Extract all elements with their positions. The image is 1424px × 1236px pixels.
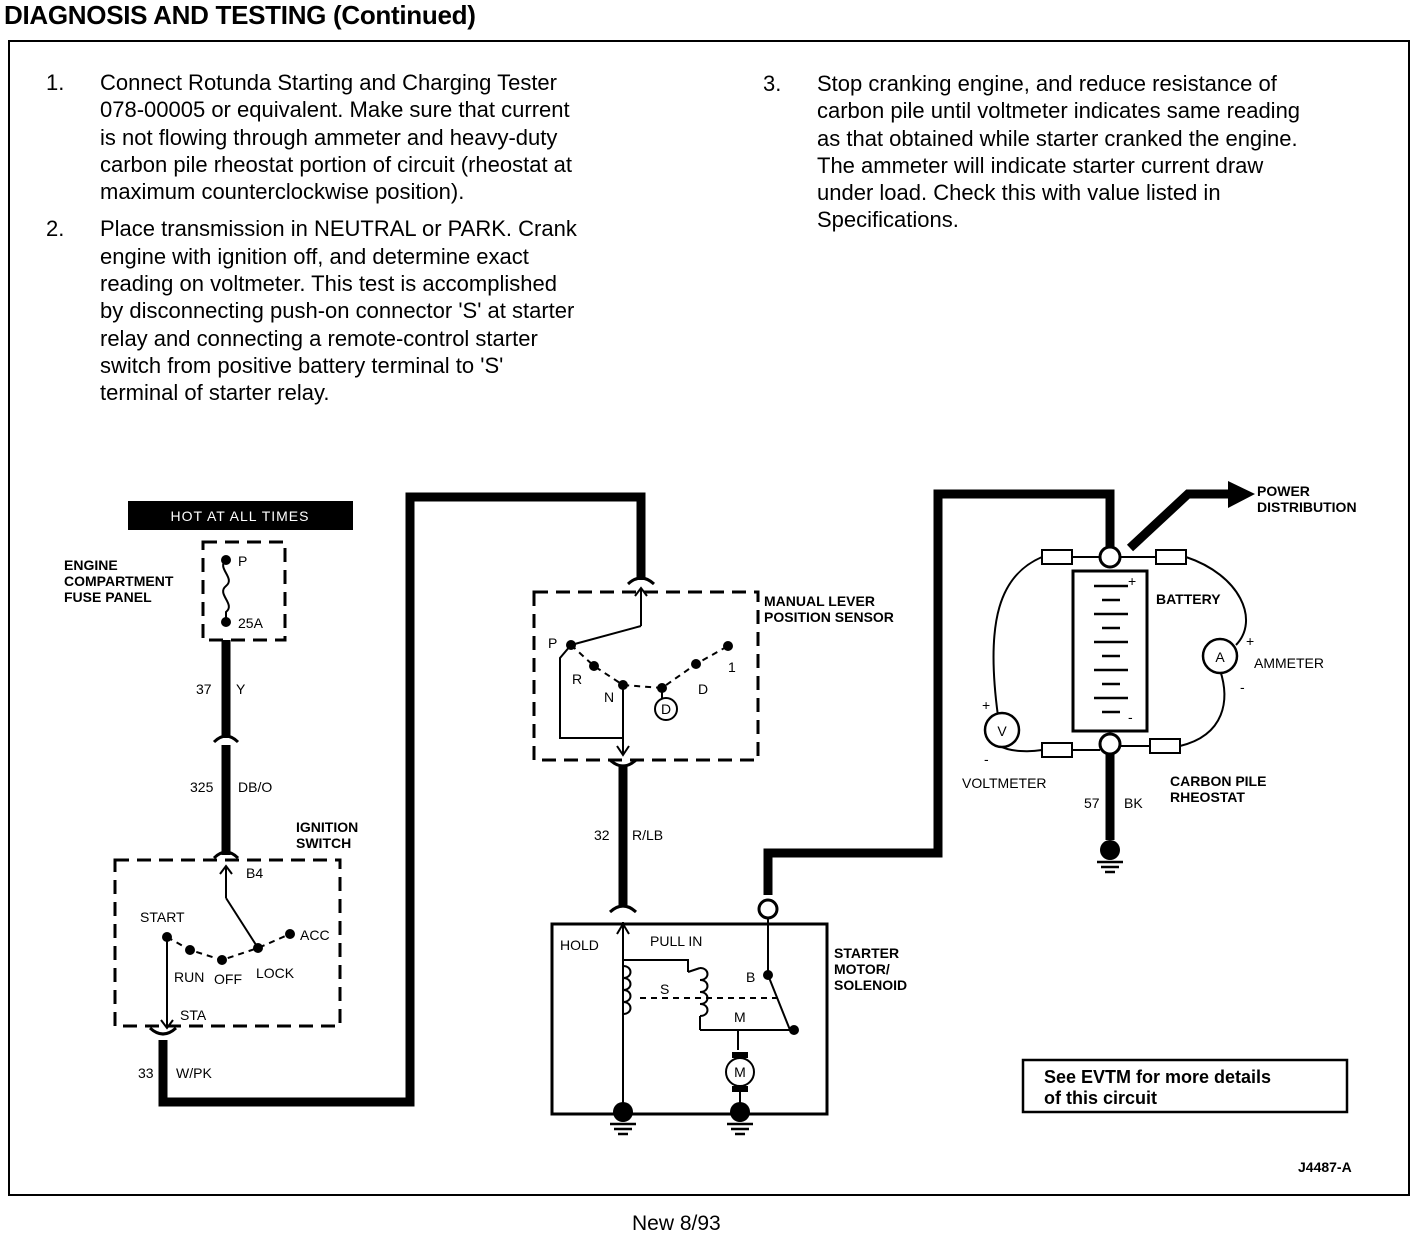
wire-57-color: BK [1124,795,1143,811]
wire-325-number: 325 [190,779,214,795]
voltmeter-symbol [983,711,1021,749]
starter-pull-in-label: PULL IN [650,933,702,949]
power-distribution-label-2: DISTRIBUTION [1257,499,1357,515]
power-distribution-arrow [1228,481,1255,508]
starter-b-label: B [746,969,755,985]
voltmeter-plus: + [982,697,990,713]
motor-m-label: M [734,1064,746,1080]
note-box [1021,1058,1349,1114]
hot-at-all-times-banner [128,501,353,530]
wire-57-number: 57 [1084,795,1100,811]
step-1: 1. Connect Rotunda Starting and Charging… [8,69,708,205]
starter-hold-label: HOLD [560,937,599,953]
voltmeter-minus: - [984,751,989,767]
ammeter-plus: + [1246,633,1254,649]
ignition-switch-box [113,858,342,1028]
ign-sta-label: STA [180,1007,207,1023]
page-footer-date: New 8/93 [632,1212,721,1235]
mlps-internals [559,586,729,757]
starter-b-feed [763,489,1115,895]
ammeter-minus: - [1240,679,1245,695]
fuse-panel-label-2: COMPARTMENT [64,573,174,589]
note-line-2: of this circuit [1044,1088,1157,1108]
note-line-1: See EVTM for more details [1044,1067,1271,1087]
wire-37-number: 37 [196,681,212,697]
fuse-rating: 25A [238,615,264,631]
step-3: 3. Stop cranking engine, and reduce resi… [725,70,1415,234]
heavy-wires [158,489,1235,1107]
mlps-n-label: N [604,689,614,705]
carbon-pile-label-1: CARBON PILE [1170,773,1266,789]
fuse-panel-label-1: ENGINE [64,557,118,573]
battery-minus: - [1128,709,1133,725]
starter-box [550,922,829,1116]
fuse-p-label: P [238,553,247,569]
steps-column-left: 1. Connect Rotunda Starting and Charging… [8,69,708,417]
step-2: 2. Place transmission in NEUTRAL or PARK… [8,215,708,406]
starter-label-2: MOTOR/ [834,961,890,977]
ignition-switch-label-2: SWITCH [296,835,351,851]
ign-acc-label: ACC [300,927,330,943]
voltmeter-label: VOLTMETER [962,775,1047,791]
step-text: Stop cranking engine, and reduce resista… [817,71,1301,233]
starter-b-terminal [757,898,779,920]
mlps-d-label: D [698,681,708,697]
ammeter-label: AMMETER [1254,655,1324,671]
wire-33-color: W/PK [176,1065,212,1081]
step-text: Connect Rotunda Starting and Charging Te… [100,70,573,205]
steps-column-right: 3. Stop cranking engine, and reduce resi… [725,70,1415,244]
ammeter-symbol [1201,637,1239,675]
content-frame [8,40,1410,1196]
hot-at-all-times-label: HOT AT ALL TIMES [171,508,310,524]
wire-325-color: DB/O [238,779,272,795]
step-number: 1. [46,70,65,95]
ignition-switch-internals [160,864,291,1030]
wire-32-number: 32 [594,827,610,843]
starter-m-label: M [734,1009,746,1025]
ammeter-letter: A [1215,649,1225,665]
mlps-od-label: D [661,701,671,717]
mlps-label-1: MANUAL LEVER [764,593,875,609]
carbon-pile-label-2: RHEOSTAT [1170,789,1245,805]
connector-c1 [212,734,240,744]
fuse-panel [201,540,287,642]
mlps-label-2: POSITION SENSOR [764,609,894,625]
wire-37-color: Y [236,681,246,697]
step-number: 3. [763,71,782,96]
battery-positive-post [1098,545,1122,569]
ignition-switch-label-1: IGNITION [296,819,358,835]
step-text: Place transmission in NEUTRAL or PARK. C… [100,216,577,406]
wire-32-color: R/LB [632,827,663,843]
ign-start-label: START [140,909,185,925]
mlps-p-label: P [548,635,557,651]
ign-run-label: RUN [174,969,204,985]
starter-s-label: S [660,981,669,997]
wire-33-number: 33 [138,1065,154,1081]
figure-id: J4487-A [1298,1159,1352,1175]
wire-33-path [158,492,646,1107]
starter-label-1: STARTER [834,945,899,961]
voltmeter-letter: V [997,723,1007,739]
battery-label: BATTERY [1156,591,1221,607]
power-distribution-feed [1126,489,1235,552]
power-distribution-label-1: POWER [1257,483,1310,499]
battery-negative-post [1098,732,1122,756]
starter-internals [616,918,794,1108]
fuse-panel-label-3: FUSE PANEL [64,589,152,605]
battery-cells [1094,584,1128,714]
ign-b4-label: B4 [246,865,263,881]
mlps-box [532,590,760,762]
step-number: 2. [46,216,65,242]
battery-symbol [1071,569,1149,733]
ign-off-label: OFF [214,971,242,987]
battery-plus: + [1128,573,1136,589]
mlps-1-label: 1 [728,659,736,675]
ign-lock-label: LOCK [256,965,295,981]
starter-label-3: SOLENOID [834,977,907,993]
page-title: DIAGNOSIS AND TESTING (Continued) [4,0,476,30]
mlps-r-label: R [572,671,582,687]
